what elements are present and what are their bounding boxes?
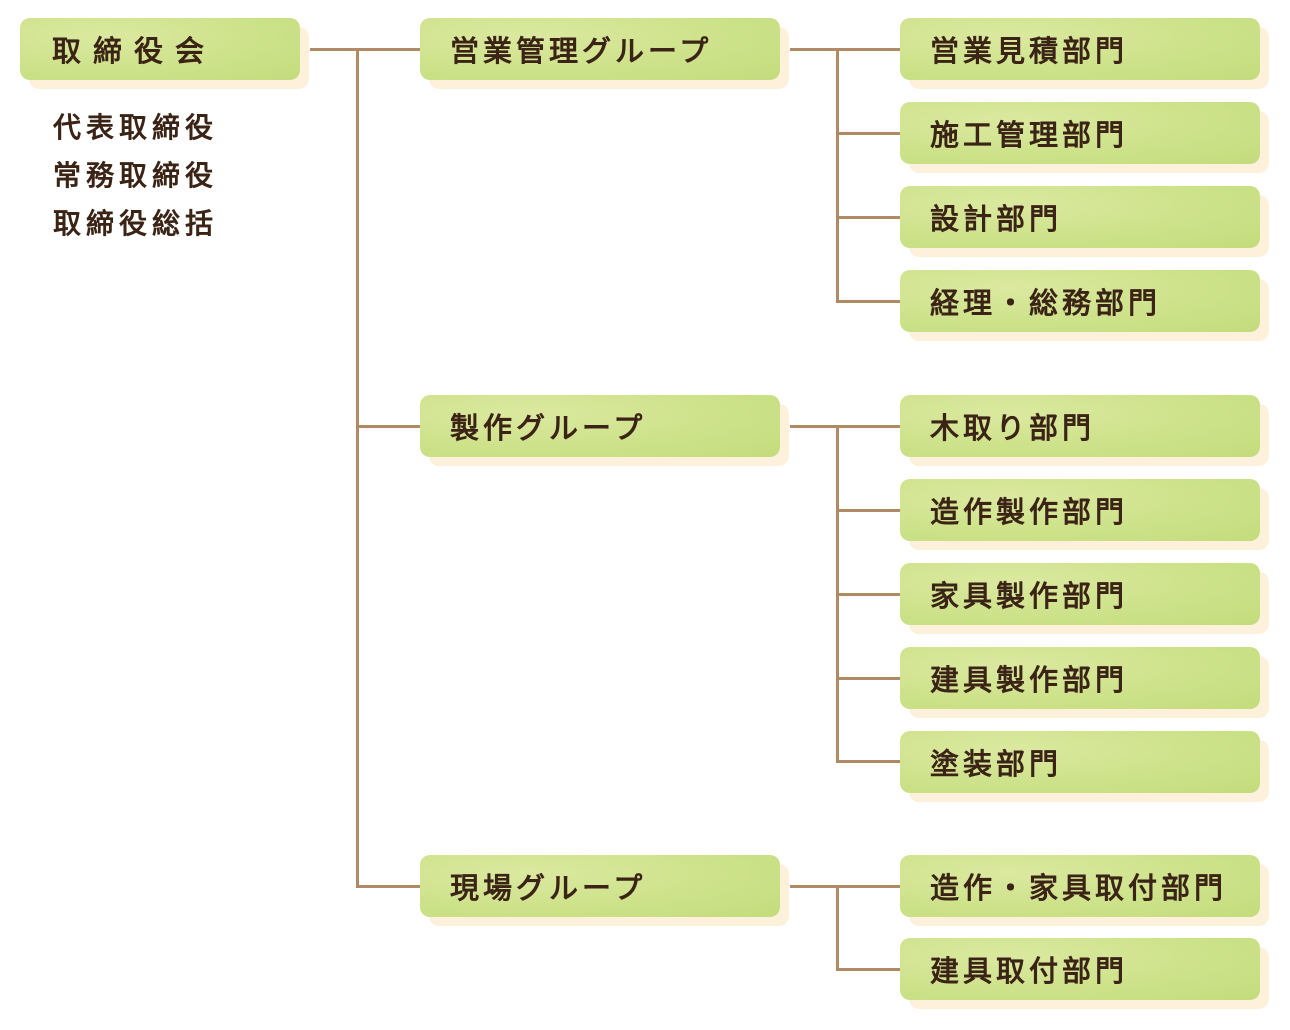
department-label: 建具製作部門 — [930, 663, 1129, 697]
department-box: 施工管理部門 — [900, 102, 1260, 164]
connector-trunk-vertical — [356, 48, 359, 888]
connector-dept-1-4 — [836, 300, 900, 303]
department-label: 営業見積部門 — [930, 34, 1129, 68]
connector-group-3-vertical — [836, 885, 839, 971]
board-label: 取締役会 — [52, 34, 217, 68]
department-box: 塗装部門 — [900, 731, 1260, 793]
department-box: 造作・家具取付部門 — [900, 855, 1260, 917]
role-item: 常務取締役 — [53, 159, 219, 192]
department-label: 施工管理部門 — [930, 118, 1129, 152]
department-box: 経理・総務部門 — [900, 270, 1260, 332]
department-box: 木取り部門 — [900, 395, 1260, 457]
connector-dept-2-4 — [836, 677, 900, 680]
department-box: 建具取付部門 — [900, 938, 1260, 1000]
group-label: 現場グループ — [450, 871, 647, 905]
department-label: 塗装部門 — [930, 747, 1063, 781]
connector-group-3-out — [790, 885, 900, 888]
connector-board-horizontal — [310, 48, 420, 51]
connector-dept-1-2 — [836, 132, 900, 135]
connector-group-1-out — [790, 48, 900, 51]
department-box: 営業見積部門 — [900, 18, 1260, 80]
connector-dept-1-3 — [836, 216, 900, 219]
department-label: 設計部門 — [930, 202, 1063, 236]
department-label: 経理・総務部門 — [930, 286, 1162, 320]
department-box: 造作製作部門 — [900, 479, 1260, 541]
connector-group-3-horizontal — [356, 885, 420, 888]
board-roles: 代表取締役 常務取締役 取締役総括 — [53, 104, 218, 248]
group-box-production: 製作グループ — [420, 395, 780, 457]
department-label: 造作製作部門 — [930, 495, 1129, 529]
department-box: 建具製作部門 — [900, 647, 1260, 709]
role-item: 代表取締役 — [53, 111, 219, 144]
connector-dept-3-2 — [836, 968, 900, 971]
connector-dept-2-3 — [836, 593, 900, 596]
connector-group-2-out — [790, 425, 900, 428]
department-label: 造作・家具取付部門 — [930, 871, 1228, 905]
group-box-site: 現場グループ — [420, 855, 780, 917]
department-label: 建具取付部門 — [930, 954, 1129, 988]
department-label: 木取り部門 — [930, 411, 1096, 445]
board-box: 取締役会 — [20, 18, 300, 80]
department-label: 家具製作部門 — [930, 579, 1129, 613]
connector-dept-2-5 — [836, 760, 900, 763]
group-label: 製作グループ — [450, 411, 647, 445]
group-box-sales-management: 営業管理グループ — [420, 18, 780, 80]
group-label: 営業管理グループ — [450, 34, 713, 68]
department-box: 設計部門 — [900, 186, 1260, 248]
role-item: 取締役総括 — [53, 207, 219, 240]
department-box: 家具製作部門 — [900, 563, 1260, 625]
connector-group-1-vertical — [836, 48, 839, 303]
connector-group-2-horizontal — [356, 425, 420, 428]
connector-dept-2-2 — [836, 509, 900, 512]
